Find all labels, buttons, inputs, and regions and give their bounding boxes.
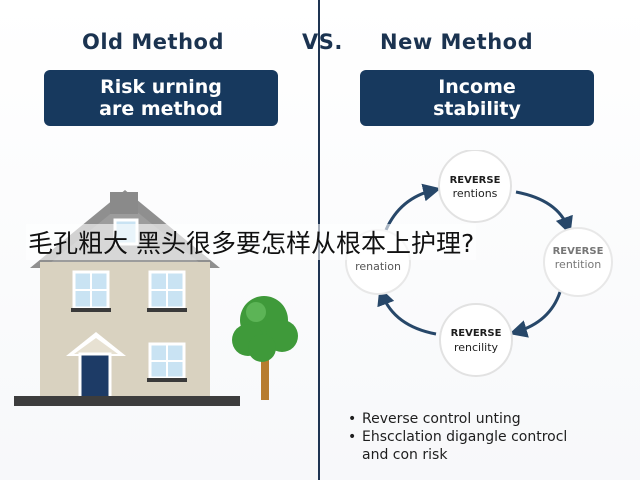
ground-strip [14,396,240,406]
old-method-title: Old Method [82,30,224,54]
cycle-node-top-line2: rentions [453,187,498,200]
cycle-diagram: REVERSE rentions renation REVERSE rentit… [345,150,613,377]
cycle-node-top: REVERSE rentions [438,150,512,223]
tree-illustration [232,296,298,400]
vs-label: VS. [302,30,343,54]
bullet-item-2-continued: and con risk [362,447,448,463]
cycle-node-right-line2: rentition [555,258,601,271]
old-method-panel-line2: are method [99,98,223,120]
cycle-node-bottom-line1: REVERSE [451,328,502,339]
house-window-upper-left [71,270,111,312]
new-method-title: New Method [380,30,534,54]
cycle-arrow-bottom-left [377,287,437,336]
cycle-arrow-top-right [515,190,573,235]
old-method-panel-line1: Risk urning [100,76,222,98]
cycle-node-bottom: REVERSE rencility [439,303,513,377]
cycle-node-right-line1: REVERSE [553,246,604,257]
house-window-lower-right [147,342,187,382]
bullet-list: Reverse control unting Ehscclation digan… [348,410,567,464]
house-window-upper-right [147,270,187,312]
new-method-panel-line2: stability [433,98,521,120]
cycle-node-bottom-line2: rencility [454,341,499,354]
tree-trunk [261,340,269,400]
house-illustration [14,190,298,406]
overlay-caption: 毛孔粗大 黑头很多要怎样从根本上护理? [26,224,477,260]
old-method-panel: Risk urning are method [44,70,278,126]
new-method-panel-line1: Income [438,76,516,98]
new-method-panel: Income stability [360,70,594,126]
cycle-node-left-line2: renation [355,260,401,273]
cycle-arrow-right-bottom [509,291,562,338]
bullet-item-2: Ehscclation digangle controcl [348,428,567,446]
bullet-item-1: Reverse control unting [348,410,567,428]
cycle-node-right: REVERSE rentition [543,227,613,297]
house-door [78,352,112,400]
house-chimney [110,192,138,214]
cycle-node-top-line1: REVERSE [450,175,501,186]
